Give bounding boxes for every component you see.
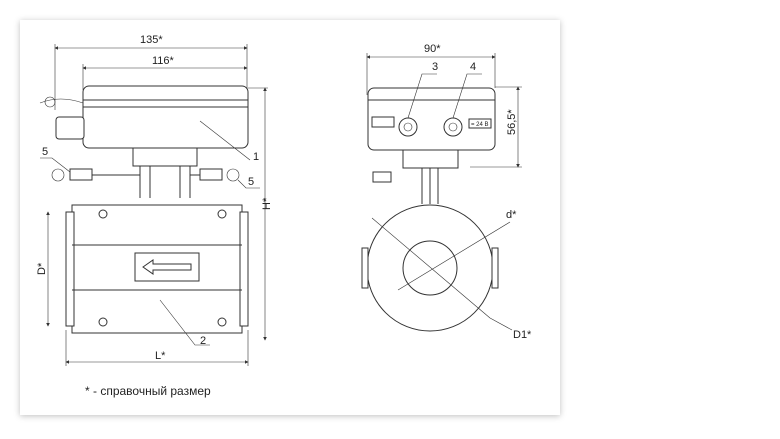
housing (82, 85, 249, 149)
dim-135: 135* (140, 34, 163, 46)
dim-d-outer: D* (36, 262, 48, 275)
footnote-reference-dimension: * - справочный размер (85, 384, 211, 398)
dim-d1: D1* (513, 329, 532, 341)
callout-4: 4 (470, 61, 476, 73)
front-view: 90* = 24 B 3 4 56,5* d* D1* (361, 43, 532, 341)
callout-3: 3 (432, 61, 438, 73)
callout-5-left: 5 (42, 146, 48, 158)
cable-gland (55, 116, 85, 140)
dim-56-5: 56,5* (506, 109, 518, 135)
flow-direction-arrow-icon (142, 259, 192, 275)
callout-2: 2 (200, 335, 206, 347)
dim-116: 116* (152, 55, 175, 67)
callout-5-right: 5 (248, 176, 254, 188)
dim-h: H* (261, 197, 273, 210)
dim-d-inner: d* (506, 209, 517, 221)
voltage-label: = 24 B (471, 122, 489, 128)
side-view: 135* 116* 1 5 5 H* D* L* 2 (36, 34, 273, 366)
flow-arrow-plate (134, 252, 200, 282)
dim-90: 90* (424, 43, 441, 55)
cable-gland-3 (398, 117, 418, 137)
callout-1: 1 (253, 151, 259, 163)
pipe-bore (402, 240, 458, 296)
cable-gland-4 (443, 117, 463, 137)
dim-l: L* (155, 350, 166, 362)
